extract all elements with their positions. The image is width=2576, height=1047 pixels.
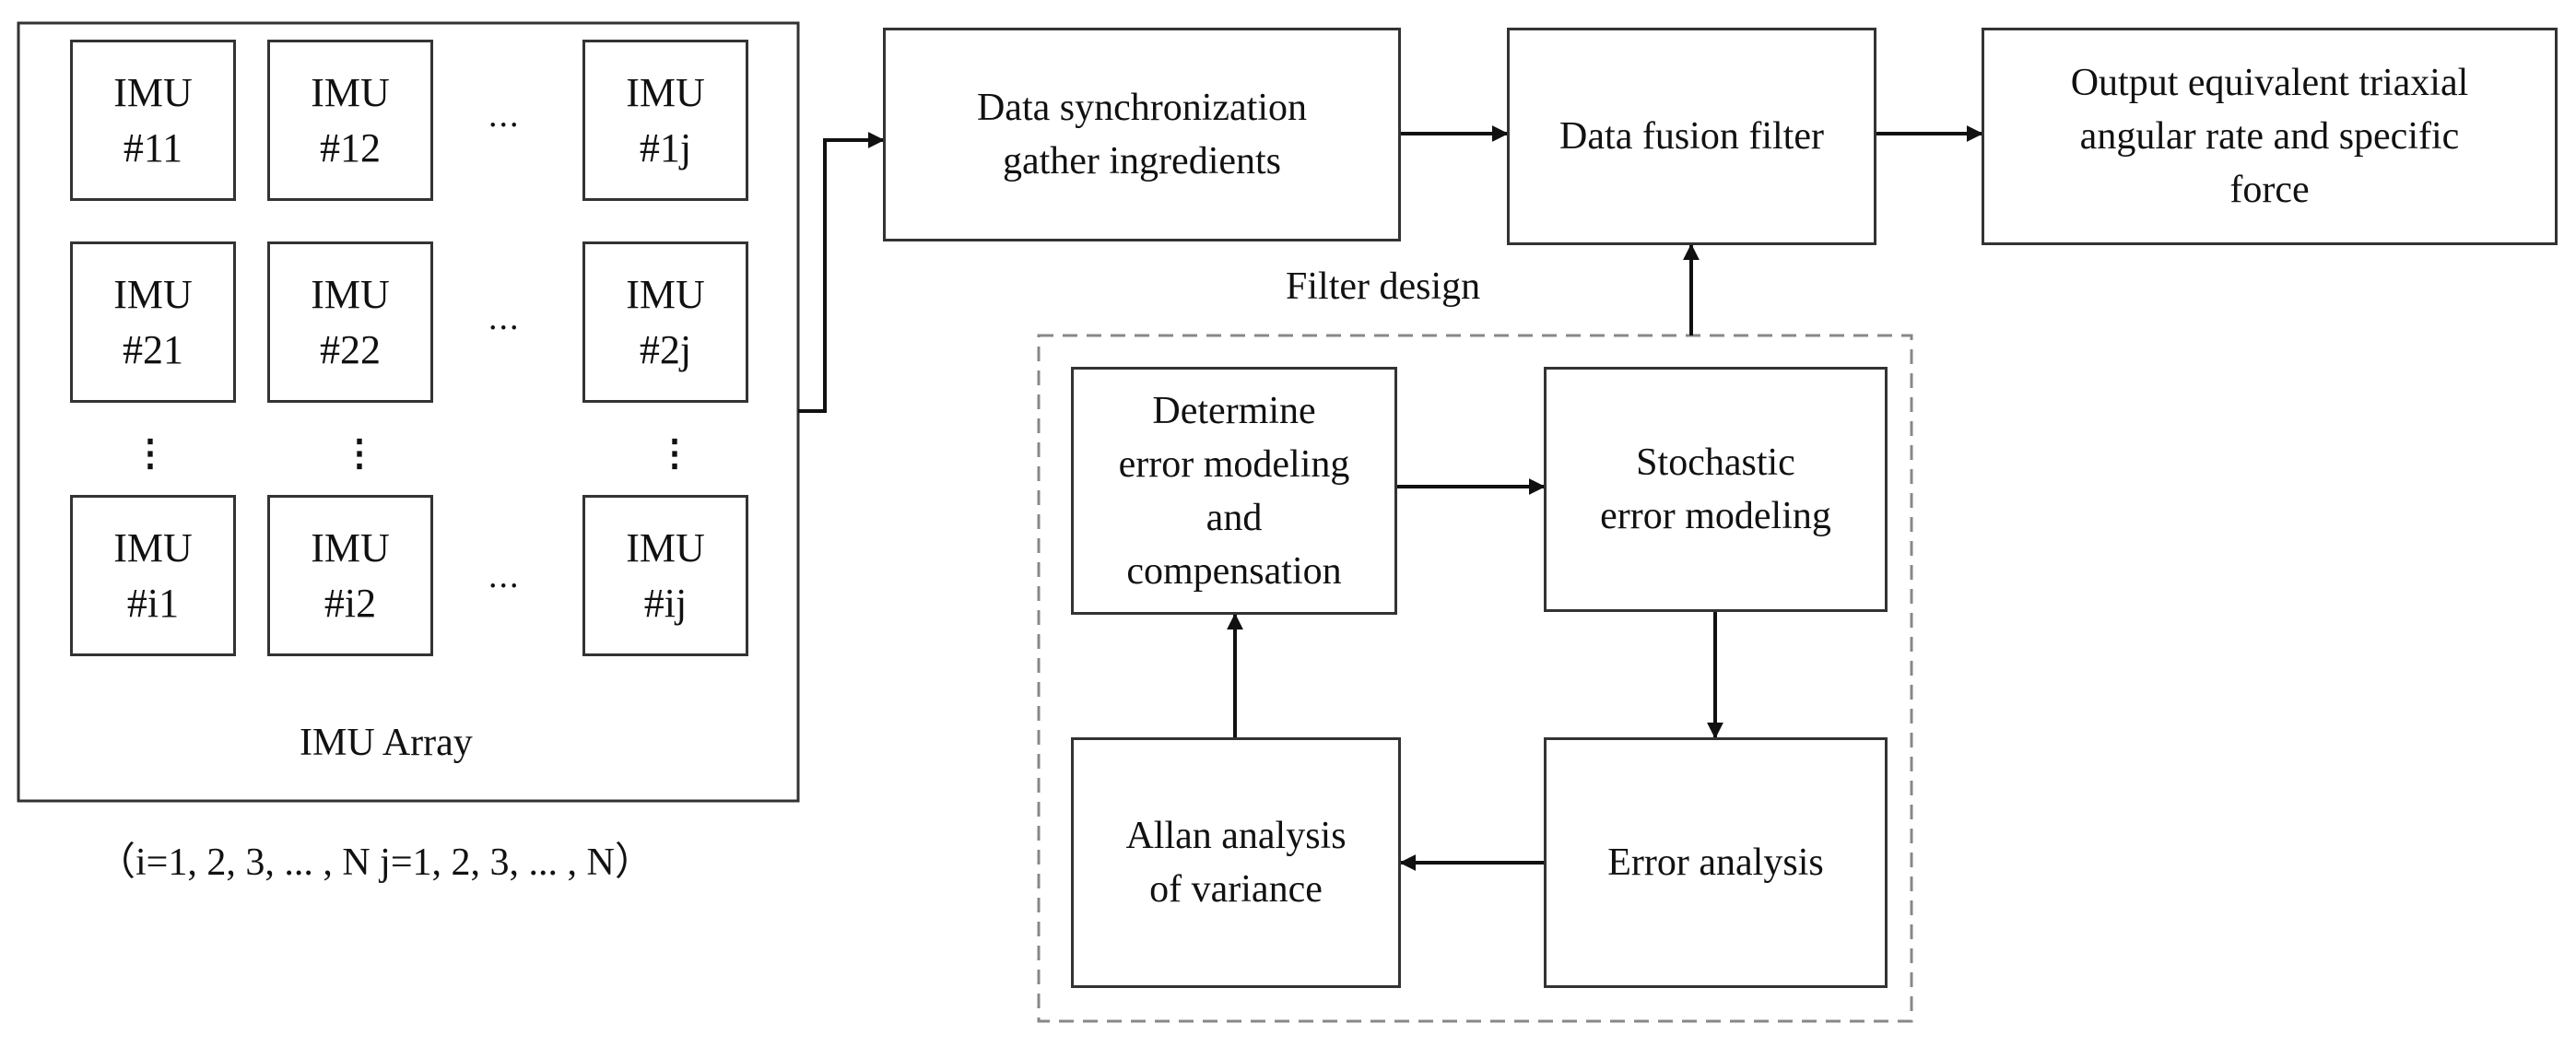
imu-box-21: IMU #21 [70,241,236,403]
imu-array-label: IMU Array [300,722,473,764]
h-ellipsis-row3: ... [488,557,521,595]
imu-box-12: IMU #12 [267,40,433,201]
determine-error-modeling-box: Determine error modeling and compensatio… [1071,367,1397,615]
h-ellipsis-row2: ... [488,299,521,337]
imu-box-11: IMU #11 [70,40,236,201]
imu-box-1j: IMU #1j [582,40,748,201]
v-ellipsis-col2: ⋮ [341,432,378,474]
data-fusion-filter-box: Data fusion filter [1507,28,1876,245]
filter-design-label: Filter design [1286,265,1481,308]
imu-box-ij: IMU #ij [582,495,748,656]
imu-box-i2: IMU #i2 [267,495,433,656]
v-ellipsis-col1: ⋮ [132,432,169,474]
data-synchronization-box: Data synchronization gather ingredients [883,28,1401,241]
filter-design-frame [1037,334,1913,1023]
error-analysis-box: Error analysis [1544,737,1888,988]
imu-box-2j: IMU #2j [582,241,748,403]
arrow-array-to-sync [798,132,885,413]
index-range-note: （i=1, 2, 3, ... , N j=1, 2, 3, ... , N） [97,841,653,884]
stochastic-error-modeling-box: Stochastic error modeling [1544,367,1888,612]
output-box: Output equivalent triaxial angular rate … [1982,28,2558,245]
imu-box-22: IMU #22 [267,241,433,403]
h-ellipsis-row1: ... [488,96,521,135]
v-ellipsis-col3: ⋮ [656,432,693,474]
allan-analysis-box: Allan analysis of variance [1071,737,1401,988]
imu-box-i1: IMU #i1 [70,495,236,656]
